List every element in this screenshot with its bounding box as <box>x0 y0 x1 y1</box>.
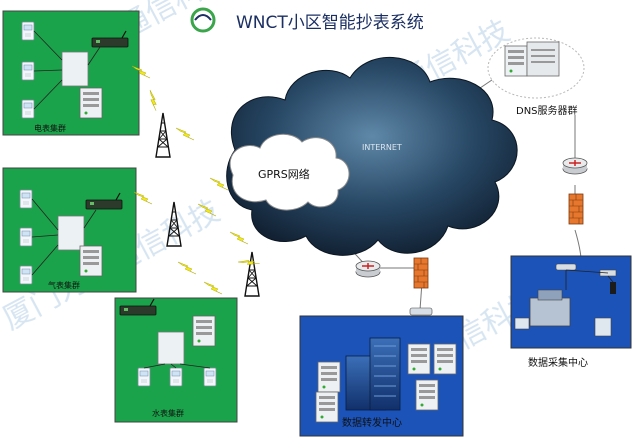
logo <box>190 7 216 33</box>
concentrator-icon <box>61 51 89 87</box>
tower-icon <box>155 112 171 158</box>
server-icon <box>415 379 439 411</box>
gprs-cloud: GPRS网络 <box>229 133 350 211</box>
computer-icon <box>514 317 530 330</box>
meter-icon <box>19 227 33 247</box>
gprs-label: GPRS网络 <box>258 167 310 181</box>
lightning-icon <box>209 177 229 191</box>
panel-water: 水表集群 <box>114 297 238 423</box>
building-icon <box>529 297 571 327</box>
building-icon <box>192 315 216 347</box>
meter-icon <box>19 265 33 285</box>
firewall-icon <box>413 257 429 289</box>
meter-icon <box>169 367 183 387</box>
internet-label: INTERNET <box>362 143 402 152</box>
diagram-title: WNCT小区智能抄表系统 <box>236 13 424 33</box>
building-icon <box>79 87 103 119</box>
server-icon <box>315 391 339 423</box>
panel-gas-label: 气表集群 <box>48 280 80 290</box>
lightning-icon <box>142 89 165 112</box>
server-icon <box>317 361 341 393</box>
panel-forward-label: 数据转发中心 <box>342 416 402 429</box>
building-icon <box>369 337 401 411</box>
tower-icon <box>244 251 260 297</box>
panel-electric-label: 电表集群 <box>34 123 66 133</box>
lightning-icon <box>203 281 223 295</box>
panel-gas: 气表集群 <box>2 167 137 293</box>
concentrator-icon <box>57 215 85 251</box>
meter-icon <box>203 367 217 387</box>
lightning-icon <box>177 261 197 275</box>
server-icon <box>594 317 612 337</box>
lightning-icon <box>133 191 153 205</box>
phone-icon <box>610 282 616 294</box>
server-icon <box>433 343 457 375</box>
meter-icon <box>21 99 35 119</box>
panel-electric: 电表集群 <box>2 10 140 136</box>
switch-icon <box>555 263 577 271</box>
panel-forward: 数据转发中心 <box>299 307 464 437</box>
lightning-icon <box>229 231 249 245</box>
router-icon <box>355 260 381 278</box>
lightning-icon <box>175 127 195 141</box>
meter-icon <box>19 189 33 209</box>
router-icon <box>562 157 588 175</box>
panel-water-label: 水表集群 <box>152 408 184 418</box>
building-icon <box>79 245 103 277</box>
meter-icon <box>21 21 35 41</box>
server-icon <box>504 45 528 77</box>
meter-icon <box>137 367 151 387</box>
meter-icon <box>21 61 35 81</box>
dns-label: DNS服务器群 <box>516 104 578 117</box>
panel-collect: 数据采集中心 <box>510 255 632 369</box>
server-icon <box>407 343 431 375</box>
concentrator-icon <box>157 331 185 365</box>
panel-collect-label: 数据采集中心 <box>528 356 588 369</box>
firewall-icon <box>568 193 584 225</box>
server-icon <box>526 41 560 77</box>
switch-icon <box>409 307 433 316</box>
dns-server-group: DNS服务器群 <box>487 37 585 117</box>
